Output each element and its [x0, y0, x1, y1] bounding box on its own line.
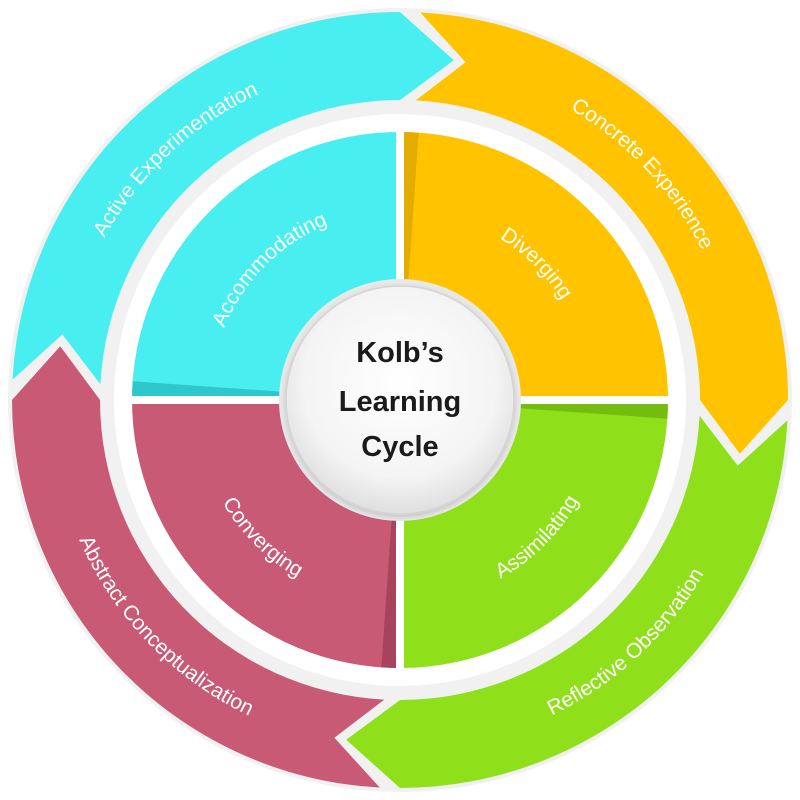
center-title-line-1: Kolb’s: [356, 337, 444, 369]
center-title-line-2: Learning: [339, 386, 461, 418]
concrete-experience-arrow: [415, 12, 788, 454]
active-experimentation-arrow: [12, 11, 454, 385]
center-title-line-3: Cycle: [361, 431, 438, 463]
reflective-observation-arrow: [346, 415, 788, 788]
center-hub: [285, 285, 515, 515]
abstract-conceptualization-arrow: [12, 346, 385, 788]
